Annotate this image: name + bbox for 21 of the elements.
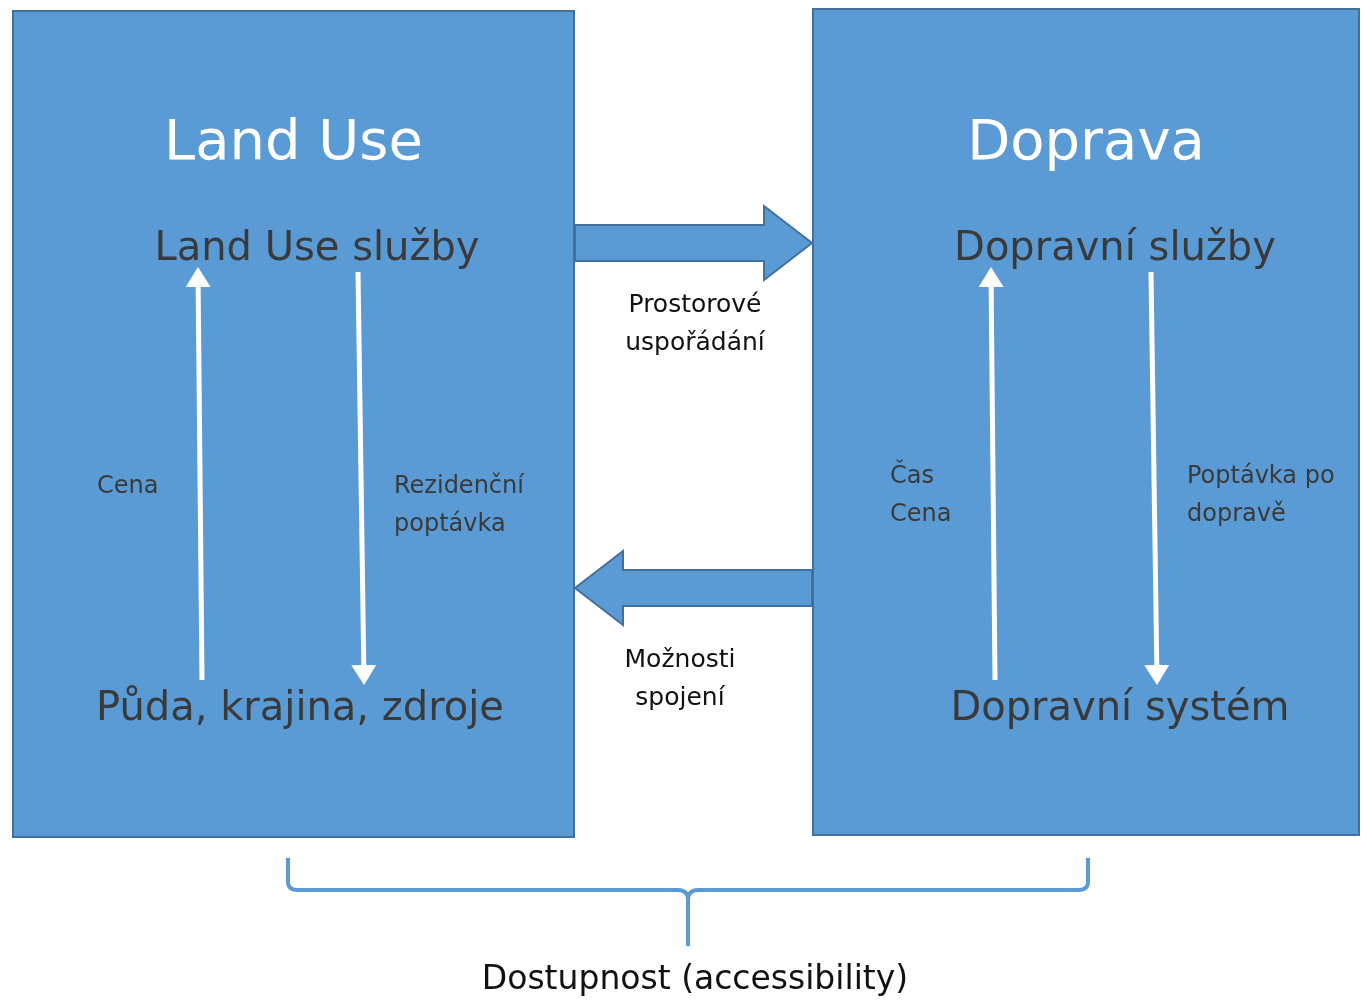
edge-label: Prostorové uspořádání	[624, 288, 766, 358]
node-label: Land Use služby	[112, 220, 522, 272]
arrow	[351, 271, 377, 685]
node-label: Dopravní systém	[910, 680, 1330, 732]
edge-label: Poptávka po dopravě	[1187, 460, 1336, 529]
panel-title: Land Use	[163, 107, 424, 172]
block-arrow	[573, 548, 813, 628]
panel-title: Doprava	[966, 107, 1206, 172]
panel	[12, 10, 575, 838]
arrow	[185, 267, 211, 681]
node-label: Dopravní služby	[910, 220, 1320, 272]
arrow	[978, 267, 1004, 681]
panel	[812, 8, 1360, 836]
node-label: Půda, krajina, zdroje	[50, 680, 550, 732]
arrow	[1144, 271, 1170, 685]
caption-label: Dostupnost (accessibility)	[480, 958, 910, 997]
edge-label: Možnosti spojení	[623, 643, 737, 713]
edge-label: Rezidenční poptávka	[394, 470, 526, 539]
edge-label: Čas Cena	[890, 458, 953, 529]
block-arrow	[574, 203, 814, 283]
edge-label: Cena	[97, 470, 160, 501]
